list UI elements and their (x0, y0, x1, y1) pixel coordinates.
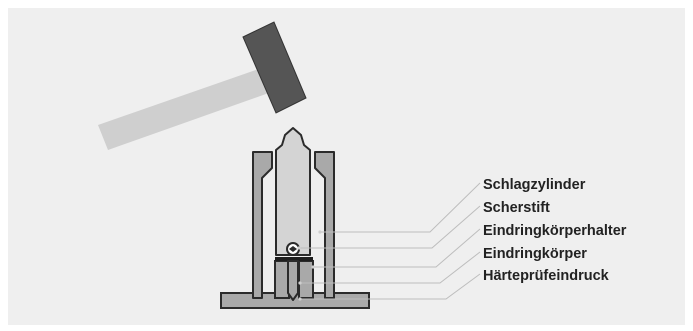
leader-line-eindringkoerper (300, 251, 481, 284)
leader-line-eindringkoerperhalter (313, 228, 481, 268)
shear-pin (286, 242, 300, 256)
leader-dots (297, 230, 322, 301)
leader-lines (299, 182, 481, 300)
label-eindringkoerper: Eindringkörper (483, 246, 587, 262)
tester-housing (252, 151, 335, 299)
holder-left-block (274, 260, 290, 299)
hammer-handle (98, 64, 283, 150)
hammer-head (242, 21, 307, 114)
label-scherstift: Scherstift (483, 200, 550, 216)
leader-line-scherstift (299, 205, 481, 249)
leader-line-schlagzylinder (320, 182, 481, 233)
diagram-background (8, 8, 685, 325)
holder-right-block (298, 260, 314, 299)
label-eindringkoerperhalter: Eindringkörperhalter (483, 223, 627, 239)
label-haertepruefeindruck: Härteprüfeindruck (483, 268, 609, 284)
housing-left-wall (252, 151, 273, 299)
indenter (287, 260, 299, 301)
label-schlagzylinder: Schlagzylinder (483, 177, 586, 193)
housing-right-wall (314, 151, 335, 299)
hammer-icon (98, 21, 307, 150)
impact-cylinder (275, 127, 311, 256)
indenter-holder-bar (275, 257, 313, 261)
leader-line-haertepruefeindruck (300, 273, 481, 300)
